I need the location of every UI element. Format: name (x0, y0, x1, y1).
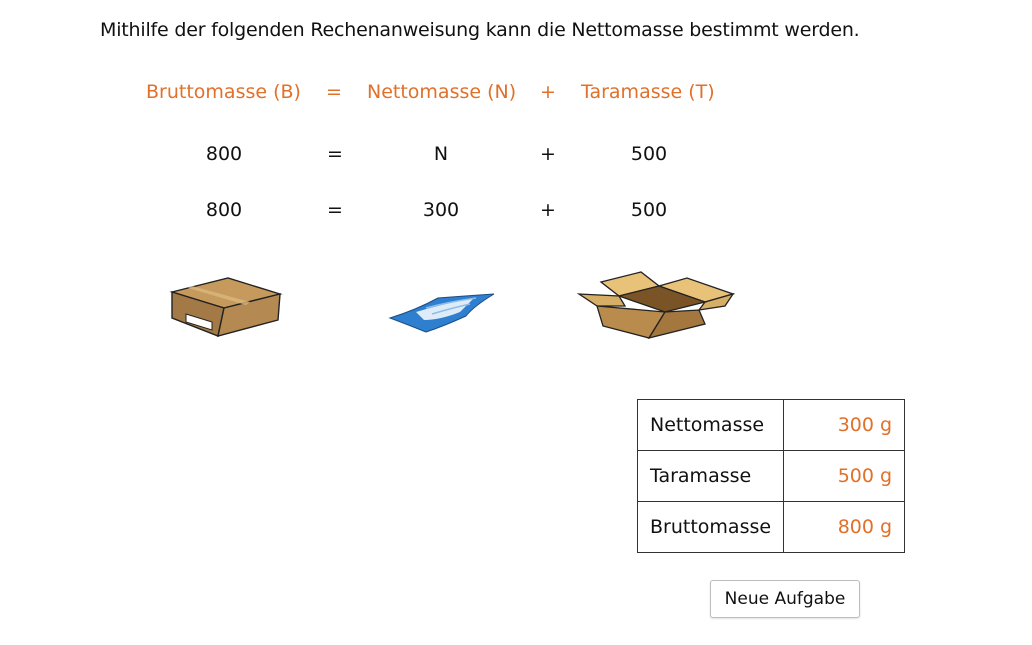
equation-2-tare: 500 (630, 199, 668, 221)
equation-2-plus: + (540, 199, 556, 221)
table-row: Nettomasse 300 g (636, 399, 906, 451)
equation-2-gross: 800 (205, 199, 243, 221)
equation-2-equals: = (327, 199, 343, 221)
open-box-icon (576, 271, 736, 340)
equation-1-plus: + (540, 143, 556, 165)
tissue-paper-icon (388, 293, 495, 333)
equation-1-gross: 800 (205, 143, 243, 165)
table-row: Bruttomasse 800 g (636, 501, 906, 553)
mass-table: Nettomasse 300 g Taramasse 500 g Bruttom… (636, 399, 906, 553)
equation-2-net: 300 (422, 199, 460, 221)
new-task-button[interactable]: Neue Aufgabe (710, 580, 860, 618)
formula-gross: Bruttomasse (B) (146, 81, 301, 103)
illustrations (0, 260, 1032, 350)
table-label-tare: Taramasse (636, 450, 785, 502)
formula-equals: = (326, 81, 342, 103)
formula-tare: Taramasse (T) (581, 81, 715, 103)
formula-net: Nettomasse (N) (367, 81, 517, 103)
table-label-net: Nettomasse (636, 399, 785, 451)
equation-1-equals: = (327, 143, 343, 165)
table-row: Taramasse 500 g (636, 450, 906, 502)
closed-box-icon (169, 277, 283, 337)
table-value-tare: 500 g (783, 450, 906, 502)
formula-plus: + (540, 81, 556, 103)
table-value-net: 300 g (783, 399, 906, 451)
table-value-gross: 800 g (783, 501, 906, 553)
table-label-gross: Bruttomasse (636, 501, 785, 553)
equation-1-net: N (433, 143, 449, 165)
equation-1-tare: 500 (630, 143, 668, 165)
intro-text: Mithilfe der folgenden Rechenanweisung k… (100, 19, 860, 41)
